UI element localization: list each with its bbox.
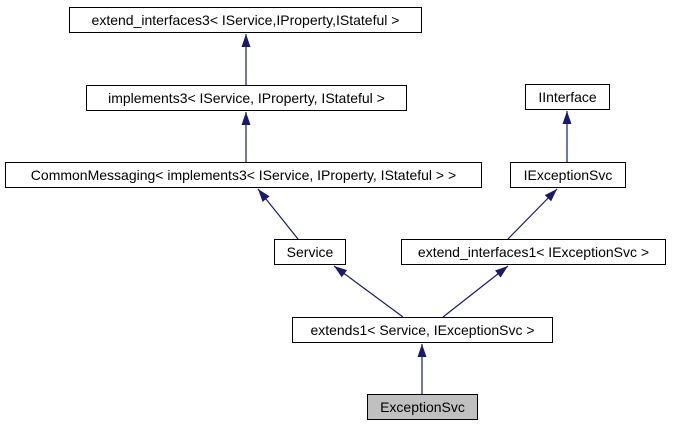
edge-service-to-commonmessaging xyxy=(257,188,299,240)
node-extends1[interactable]: extends1< Service, IExceptionSvc > xyxy=(292,317,553,343)
edge-extends1-to-service xyxy=(333,265,404,318)
node-extend-interfaces1[interactable]: extend_interfaces1< IExceptionSvc > xyxy=(401,239,666,265)
node-implements3[interactable]: implements3< IService, IProperty, IState… xyxy=(86,85,407,111)
node-commonmessaging[interactable]: CommonMessaging< implements3< IService, … xyxy=(5,162,482,188)
node-extend-interfaces3[interactable]: extend_interfaces3< IService,IProperty,I… xyxy=(69,7,422,33)
edge-extend-interfaces1-to-iexceptionsvc xyxy=(507,188,558,240)
node-iexceptionsvc[interactable]: IExceptionSvc xyxy=(510,162,626,188)
edge-extends1-to-extend-interfaces1 xyxy=(442,265,509,318)
node-service[interactable]: Service xyxy=(274,239,346,265)
node-exceptionsvc: ExceptionSvc xyxy=(367,394,478,420)
node-iinterface[interactable]: IInterface xyxy=(525,84,610,110)
